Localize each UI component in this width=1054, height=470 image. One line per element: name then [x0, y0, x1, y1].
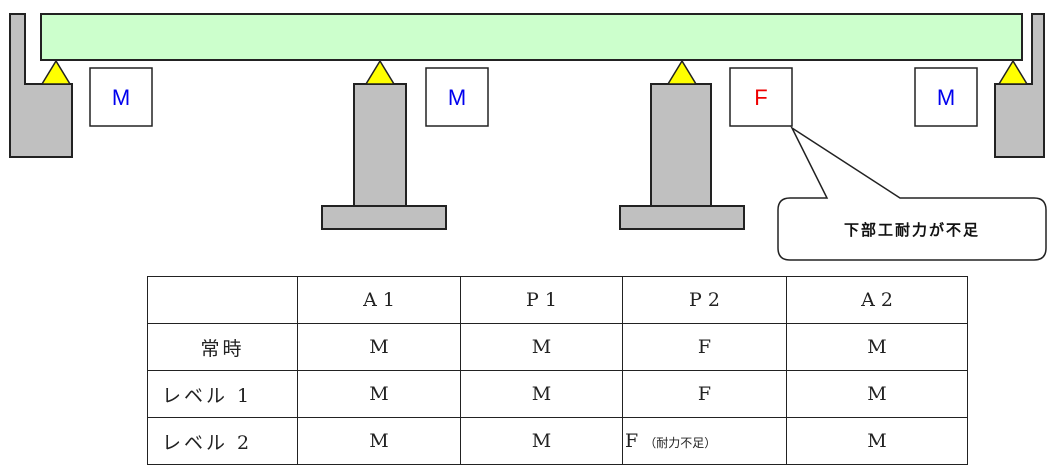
table-cell: M: [460, 370, 623, 418]
table-cell: M: [786, 417, 968, 465]
bearing-label-a2: M: [937, 85, 955, 110]
table-cell: M: [460, 417, 623, 465]
pier-p1-column: [353, 83, 407, 207]
col-header-p2: P 2: [622, 276, 787, 324]
bearing-shoe-a2: [997, 59, 1029, 85]
table-row: レベル 2 M M F （耐力不足） M: [147, 417, 968, 465]
bearing-shoe-a1: [40, 59, 72, 85]
table-cell: M: [297, 417, 461, 465]
callout-bubble: [777, 125, 1047, 261]
bearing-label-p2: F: [754, 85, 767, 110]
bearing-condition-table: A 1 P 1 P 2 A 2 常時 M M F M レベル 1 M M F M…: [147, 276, 968, 465]
table-cell: F: [622, 370, 787, 418]
girder: [40, 13, 1023, 61]
bearing-shoe-p1: [364, 59, 396, 85]
bearing-box-p2: F: [729, 67, 793, 127]
table-cell: M: [786, 370, 968, 418]
pier-p2-column: [650, 83, 712, 207]
table-cell: M: [786, 323, 968, 371]
table-corner-cell: [147, 276, 298, 324]
bearing-box-a2: M: [914, 67, 978, 127]
bearing-box-a1: M: [89, 67, 153, 127]
bearing-shoe-p2: [666, 59, 698, 85]
row-label-level1: レベル 1: [147, 370, 298, 418]
bridge-diagram: M M F M 下部工耐力が不足: [9, 13, 1047, 261]
table-row: 常時 M M F M: [147, 323, 968, 371]
bearing-box-p1: M: [425, 67, 489, 127]
table-cell: M: [460, 323, 623, 371]
table-cell: F: [622, 323, 787, 371]
table-header-row: A 1 P 1 P 2 A 2: [147, 276, 968, 324]
table-cell: F （耐力不足）: [622, 417, 787, 465]
abutment-a2: [994, 13, 1045, 158]
capacity-shortage-note: （耐力不足）: [644, 436, 717, 450]
pier-p2-footing: [619, 205, 745, 230]
table-row: レベル 1 M M F M: [147, 370, 968, 418]
callout-text: 下部工耐力が不足: [844, 221, 980, 239]
cell-value: F: [625, 430, 639, 452]
abutment-a1: [9, 13, 73, 158]
table-cell: M: [297, 370, 461, 418]
row-label-normal: 常時: [147, 323, 298, 371]
col-header-p1: P 1: [460, 276, 623, 324]
bearing-label-p1: M: [448, 85, 466, 110]
col-header-a2: A 2: [786, 276, 968, 324]
col-header-a1: A 1: [297, 276, 461, 324]
bearing-label-a1: M: [112, 85, 130, 110]
pier-p1-footing: [321, 205, 447, 230]
row-label-level2: レベル 2: [147, 417, 298, 465]
table-cell: M: [297, 323, 461, 371]
